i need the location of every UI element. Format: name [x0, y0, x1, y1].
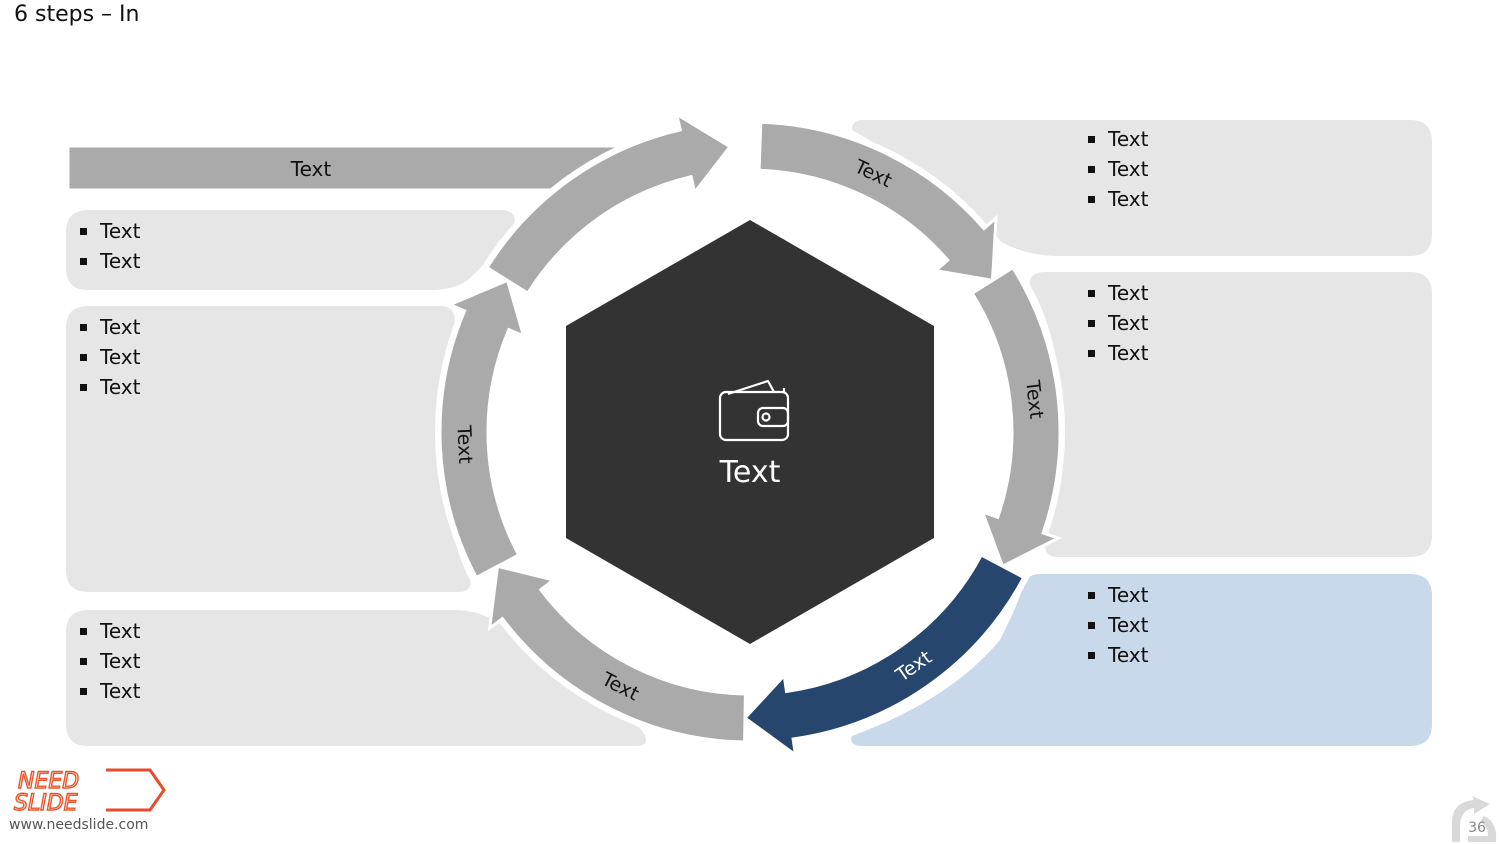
ring-arrow-segment [485, 111, 733, 296]
bullet-item: Text [1088, 610, 1148, 640]
bullet-item: Text [80, 246, 140, 276]
logo-word-bottom: SLIDE [14, 791, 78, 816]
needslide-logo: NEED SLIDE [13, 768, 166, 816]
step-label: Text [1021, 378, 1047, 420]
page-number: 36 [1468, 820, 1486, 836]
wallet-icon [718, 379, 790, 442]
bullet-item: Text [80, 616, 140, 646]
ring-arrow-segment [487, 564, 747, 744]
ring-arrows [438, 111, 1063, 759]
bullet-item: Text [80, 676, 140, 706]
slide-title: 6 steps – In [14, 2, 140, 27]
recycle-icon [1452, 796, 1497, 842]
bullet-item: Text [80, 646, 140, 676]
bullet-item: Text [80, 342, 140, 372]
step-label: Text [452, 424, 476, 464]
panel-left-middle [66, 306, 471, 592]
panel-left-bottom [66, 610, 647, 746]
top-arrow-label: Text [290, 157, 332, 181]
bullet-item: Text [80, 372, 140, 402]
center-label: Text [719, 455, 781, 490]
bullet-item: Text [1088, 640, 1148, 670]
bullet-item: Text [80, 312, 140, 342]
ring-arrow-segment [757, 120, 998, 283]
panel-right-bottom [851, 574, 1432, 746]
bullet-item: Text [1088, 580, 1148, 610]
bullet-item: Text [80, 216, 140, 246]
bullet-item: Text [1088, 184, 1148, 214]
logo-word-top: NEED [18, 769, 79, 794]
panel-right-middle [1029, 272, 1432, 557]
bullet-item: Text [1088, 338, 1148, 368]
center-hexagon [566, 220, 934, 644]
bullet-item: Text [1088, 154, 1148, 184]
bullet-item: Text [1088, 308, 1148, 338]
panel-left-top [66, 210, 515, 290]
bullet-item: Text [1088, 124, 1148, 154]
bullet-item: Text [1088, 278, 1148, 308]
website-link[interactable]: www.needslide.com [9, 817, 149, 833]
